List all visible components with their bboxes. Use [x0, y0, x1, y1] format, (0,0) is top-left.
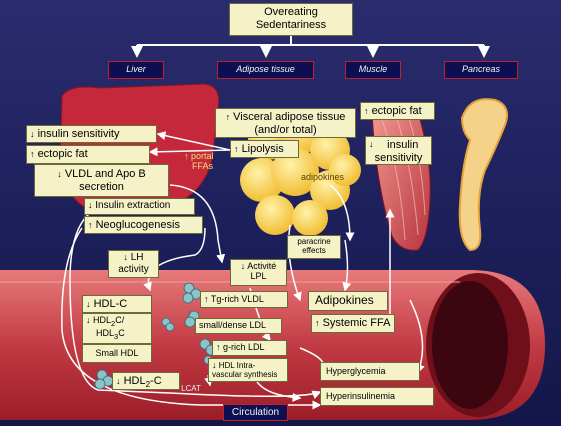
hdl-synthesis-box: ↓ HDL Intra-vascular synthesis [208, 358, 288, 382]
pancreas-shape [458, 98, 508, 252]
down-arrow-icon: ↓ [86, 299, 91, 309]
hdl-ratio-part-b: C/ [115, 315, 125, 325]
hdl2c-sub: 2 [145, 380, 151, 390]
up-arrow-icon: ↑ [225, 112, 231, 122]
liver-insulin-extraction-text: Insulin extraction [95, 200, 171, 211]
paracrine-text: paracrine effects [297, 237, 331, 256]
down-arrow-icon: ↓ [212, 360, 217, 370]
hyperglycemia-text: Hyperglycemia [326, 366, 386, 376]
muscle-ectopic-fat-box: ↑ ectopic fat [360, 102, 435, 120]
top-line-2: Sedentariness [255, 18, 327, 31]
liver-insulin-sensitivity-text: insulin sensitivity [37, 128, 120, 140]
up-arrow-icon: ↑ [234, 144, 239, 154]
organ-label-pancreas: Pancreas [444, 61, 518, 79]
lcat-label: LCAT [181, 384, 201, 393]
portal-ffas-label: ↑ portal FFAs [184, 151, 224, 171]
up-arrow-icon: ↑ [216, 342, 221, 352]
organ-label-liver: Liver [108, 61, 164, 79]
up-arrow-icon: ↑ [30, 149, 35, 159]
hyperglycemia-box: Hyperglycemia [320, 362, 420, 381]
hdl-c-box: ↓ HDL-C [82, 295, 152, 313]
tg-vldl-box: ↑ Tg-rich VLDL [200, 291, 288, 308]
small-ldl-box: small/dense LDL [195, 318, 282, 334]
down-arrow-icon: ↓ [88, 200, 93, 210]
circulation-label: Circulation [223, 404, 288, 421]
systemic-ffa-box: ↑ Systemic FFA [311, 314, 395, 333]
down-arrow-icon: ↓ [30, 129, 35, 139]
top-line-1: Overeating [264, 6, 318, 18]
up-arrow-icon: ↑ [315, 318, 320, 328]
hdl2c-part-a: HDL [123, 375, 146, 387]
up-arrow-icon: ↑ [204, 294, 209, 304]
muscle-insulin-sensitivity-text: insulin sensitivity [374, 139, 423, 164]
adipokines-text: Adipokines [315, 293, 374, 307]
hdl-ratio-sub-2: 3 [114, 332, 119, 342]
down-arrow-icon: ↓ [369, 139, 374, 149]
hdl-ratio-box: ↓ HDL2C/ HDL3C [82, 313, 152, 344]
liver-insulin-sensitivity-box: ↓ insulin sensitivity [26, 125, 157, 143]
small-ldl-text: small/dense LDL [199, 320, 267, 330]
down-arrow-icon: ↓ [86, 315, 91, 325]
up-arrow-icon: ↑ [184, 151, 189, 161]
lipolysis-text: Lipolysis [241, 143, 284, 155]
hdl2-c-box: ↓ HDL2-C [112, 372, 180, 390]
hyperinsulinemia-text: Hyperinsulinemia [326, 391, 396, 401]
liver-vldl-box: ↓ VLDL and Apo B secretion [34, 164, 169, 197]
down-arrow-icon: ↓ [123, 252, 128, 262]
adipokines-inline-label: adipokines [300, 172, 345, 182]
hdl-ratio-part-c: HDL [96, 328, 115, 339]
ffas-text: FFAs [192, 161, 214, 171]
hdl-ratio-sub-1: 2 [111, 318, 116, 328]
hdl2c-part-b: -C [150, 375, 162, 387]
lh-activity-box: ↓ LH activity [108, 250, 159, 278]
top-cause-box: Overeating Sedentariness [229, 3, 353, 36]
muscle-insulin-sensitivity-box: ↓ insulin sensitivity [365, 136, 432, 165]
small-hdl-box: Small HDL [82, 344, 152, 363]
down-arrow-icon: ↓ [57, 169, 62, 179]
activite-lpl-text: Activité LPL [247, 261, 277, 282]
adipokines-box: Adipokines [308, 291, 388, 311]
small-hdl-text: Small HDL [95, 348, 139, 358]
hdl-ratio-part-a: HDL [93, 315, 112, 325]
hdl-c-text: HDL-C [93, 298, 128, 310]
liver-ectopic-fat-text: ectopic fat [37, 148, 88, 160]
hdl-synthesis-text: HDL Intra-vascular synthesis [212, 361, 278, 380]
organ-label-muscle: Muscle [345, 61, 401, 79]
activite-lpl-box: ↓ Activité LPL [230, 259, 287, 286]
visceral-adipose-box: ↑ Visceral adipose tissue (and/or total) [215, 108, 356, 138]
systemic-ffa-text: Systemic FFA [322, 317, 391, 329]
tg-ldl-box: ↑ g-rich LDL [212, 340, 287, 356]
up-arrow-icon: ↑ [88, 220, 93, 230]
tg-ldl-text: g-rich LDL [223, 342, 265, 352]
tg-vldl-text: Tg-rich VLDL [210, 294, 264, 304]
liver-ectopic-fat-box: ↑ ectopic fat [26, 145, 150, 164]
down-arrow-icon: ↓ [240, 261, 246, 271]
liver-neoglucogenesis-box: ↑ Neoglucogenesis [84, 216, 203, 234]
lipolysis-box: ↑ Lipolysis [230, 140, 299, 158]
up-arrow-icon: ↑ [364, 106, 369, 116]
visceral-adipose-text: Visceral adipose tissue (and/or total) [233, 111, 346, 136]
hdl-ratio-part-d: C [118, 328, 125, 339]
muscle-ectopic-fat-text: ectopic fat [371, 105, 422, 117]
top-connectors [131, 36, 490, 58]
portal-text: portal [191, 151, 214, 161]
down-arrow-icon: ↓ [116, 376, 121, 386]
liver-neoglucogenesis-text: Neoglucogenesis [95, 219, 180, 231]
liver-vldl-text: VLDL and Apo B secretion [64, 168, 146, 193]
liver-insulin-extraction-box: ↓ Insulin extraction [84, 198, 195, 215]
paracrine-effects-box: paracrine effects [287, 235, 341, 259]
lh-activity-text: LH activity [118, 252, 149, 275]
organ-label-adipose: Adipose tissue [217, 61, 314, 79]
hyperinsulinemia-box: Hyperinsulinemia [320, 387, 434, 406]
